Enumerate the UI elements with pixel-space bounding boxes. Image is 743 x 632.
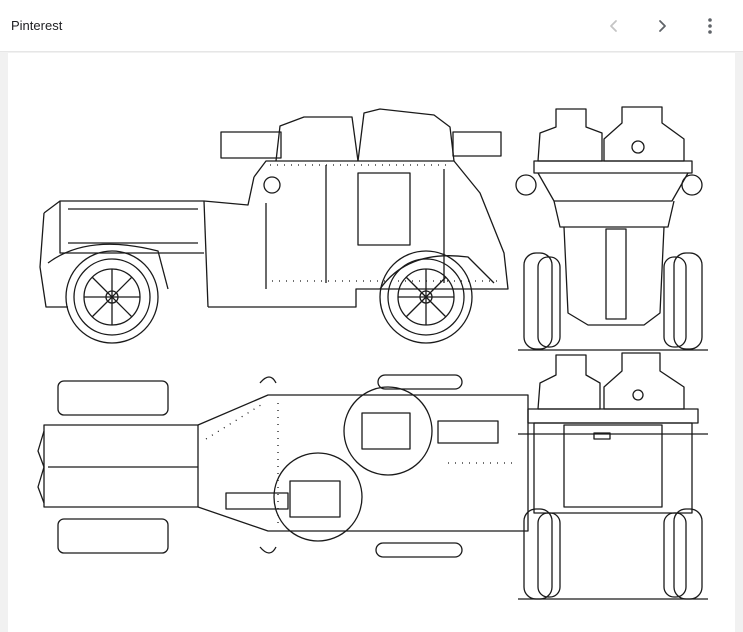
next-image-button[interactable]	[649, 13, 675, 39]
more-options-button[interactable]	[697, 13, 723, 39]
main-image[interactable]	[8, 53, 735, 632]
top-view	[37, 374, 529, 558]
source-site-name[interactable]: Pinterest	[11, 18, 63, 33]
previous-image-button[interactable]	[601, 13, 627, 39]
rear-view	[518, 352, 708, 600]
armored-car-blueprint	[37, 106, 708, 600]
front-view	[515, 106, 708, 351]
chevron-right-icon	[659, 20, 666, 32]
chevron-left-icon	[610, 20, 617, 32]
side-view	[39, 108, 509, 344]
viewer-header: Pinterest	[0, 0, 743, 52]
more-vert-icon	[708, 18, 712, 34]
